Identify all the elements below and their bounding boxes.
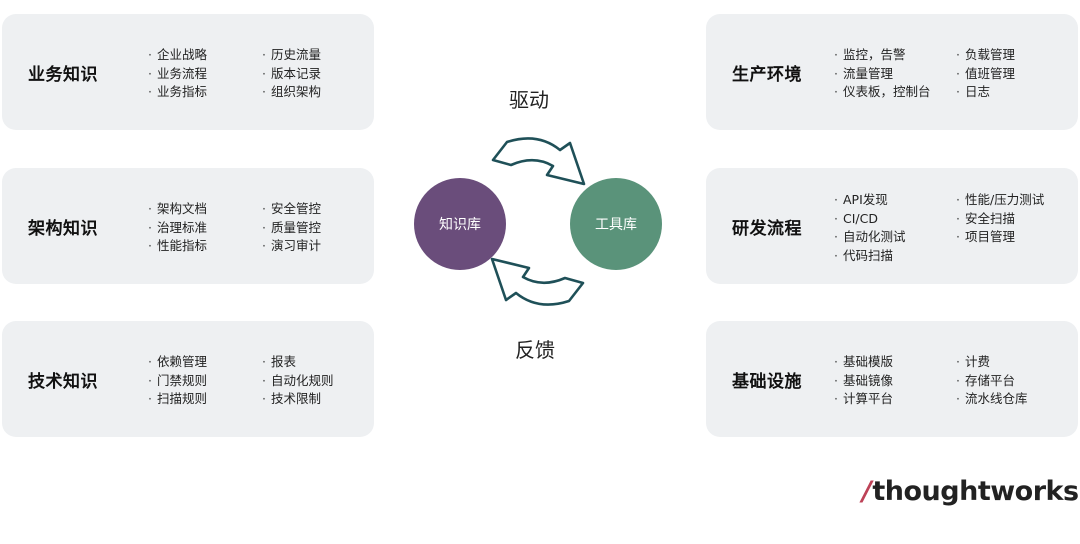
list-item: 值班管理: [956, 65, 1015, 84]
list-item: 监控，告警: [834, 46, 931, 65]
card-title: 基础设施: [732, 371, 802, 392]
drive-label: 驱动: [509, 88, 549, 112]
list-item: 治理标准: [148, 219, 207, 238]
card-architecture-knowledge: 架构知识 架构文档 治理标准 性能指标 安全管控 质量管控 演习审计: [2, 168, 374, 284]
list-item: 代码扫描: [834, 247, 906, 266]
list-item: 基础镜像: [834, 372, 893, 391]
list-item: 仪表板，控制台: [834, 83, 931, 102]
card-list-col1: 监控，告警 流量管理 仪表板，控制台: [834, 46, 931, 102]
card-list-col2: 计费 存储平台 流水线仓库: [956, 353, 1028, 409]
list-item: 架构文档: [148, 200, 207, 219]
card-production-environment: 生产环境 监控，告警 流量管理 仪表板，控制台 负载管理 值班管理 日志: [706, 14, 1078, 130]
list-item: 演习审计: [262, 237, 321, 256]
list-item: 流水线仓库: [956, 390, 1028, 409]
list-item: 报表: [262, 353, 334, 372]
card-list-col1: 架构文档 治理标准 性能指标: [148, 200, 207, 256]
card-list-col2: 历史流量 版本记录 组织架构: [262, 46, 321, 102]
card-list-col1: 企业战略 业务流程 业务指标: [148, 46, 207, 102]
list-item: 流量管理: [834, 65, 931, 84]
list-item: 企业战略: [148, 46, 207, 65]
card-title: 技术知识: [28, 371, 98, 392]
list-item: CI/CD: [834, 210, 906, 229]
list-item: 存储平台: [956, 372, 1028, 391]
card-business-knowledge: 业务知识 企业战略 业务流程 业务指标 历史流量 版本记录 组织架构: [2, 14, 374, 130]
list-item: 自动化规则: [262, 372, 334, 391]
list-item: 日志: [956, 83, 1015, 102]
feedback-arrow-icon: [490, 257, 585, 306]
card-technical-knowledge: 技术知识 依赖管理 门禁规则 扫描规则 报表 自动化规则 技术限制: [2, 321, 374, 437]
card-list-col2: 安全管控 质量管控 演习审计: [262, 200, 321, 256]
card-list-col2: 负载管理 值班管理 日志: [956, 46, 1015, 102]
list-item: 计算平台: [834, 390, 893, 409]
list-item: 计费: [956, 353, 1028, 372]
feedback-label: 反馈: [515, 338, 555, 362]
logo-text: thoughtworks: [872, 476, 1079, 507]
list-item: 安全扫描: [956, 210, 1044, 229]
knowledge-base-node: 知识库: [414, 178, 506, 270]
list-item: 业务指标: [148, 83, 207, 102]
card-title: 架构知识: [28, 218, 98, 239]
list-item: 组织架构: [262, 83, 321, 102]
drive-arrow-icon: [491, 137, 586, 186]
card-list-col1: API发现 CI/CD 自动化测试 代码扫描: [834, 191, 906, 265]
list-item: 业务流程: [148, 65, 207, 84]
list-item: 版本记录: [262, 65, 321, 84]
card-rd-process: 研发流程 API发现 CI/CD 自动化测试 代码扫描 性能/压力测试 安全扫描…: [706, 168, 1078, 284]
list-item: 依赖管理: [148, 353, 207, 372]
card-list-col2: 报表 自动化规则 技术限制: [262, 353, 334, 409]
card-title: 业务知识: [28, 64, 98, 85]
card-list-col2: 性能/压力测试 安全扫描 项目管理: [956, 191, 1044, 247]
list-item: 性能/压力测试: [956, 191, 1044, 210]
list-item: API发现: [834, 191, 906, 210]
list-item: 质量管控: [262, 219, 321, 238]
list-item: 性能指标: [148, 237, 207, 256]
logo-slash: /: [862, 476, 872, 507]
card-infrastructure: 基础设施 基础模版 基础镜像 计算平台 计费 存储平台 流水线仓库: [706, 321, 1078, 437]
tool-library-node: 工具库: [570, 178, 662, 270]
list-item: 项目管理: [956, 228, 1044, 247]
list-item: 负载管理: [956, 46, 1015, 65]
list-item: 技术限制: [262, 390, 334, 409]
list-item: 自动化测试: [834, 228, 906, 247]
card-title: 研发流程: [732, 218, 802, 239]
list-item: 安全管控: [262, 200, 321, 219]
card-list-col1: 依赖管理 门禁规则 扫描规则: [148, 353, 207, 409]
list-item: 历史流量: [262, 46, 321, 65]
list-item: 扫描规则: [148, 390, 207, 409]
thoughtworks-logo: /thoughtworks: [862, 476, 1079, 507]
card-title: 生产环境: [732, 64, 802, 85]
card-list-col1: 基础模版 基础镜像 计算平台: [834, 353, 893, 409]
list-item: 基础模版: [834, 353, 893, 372]
list-item: 门禁规则: [148, 372, 207, 391]
